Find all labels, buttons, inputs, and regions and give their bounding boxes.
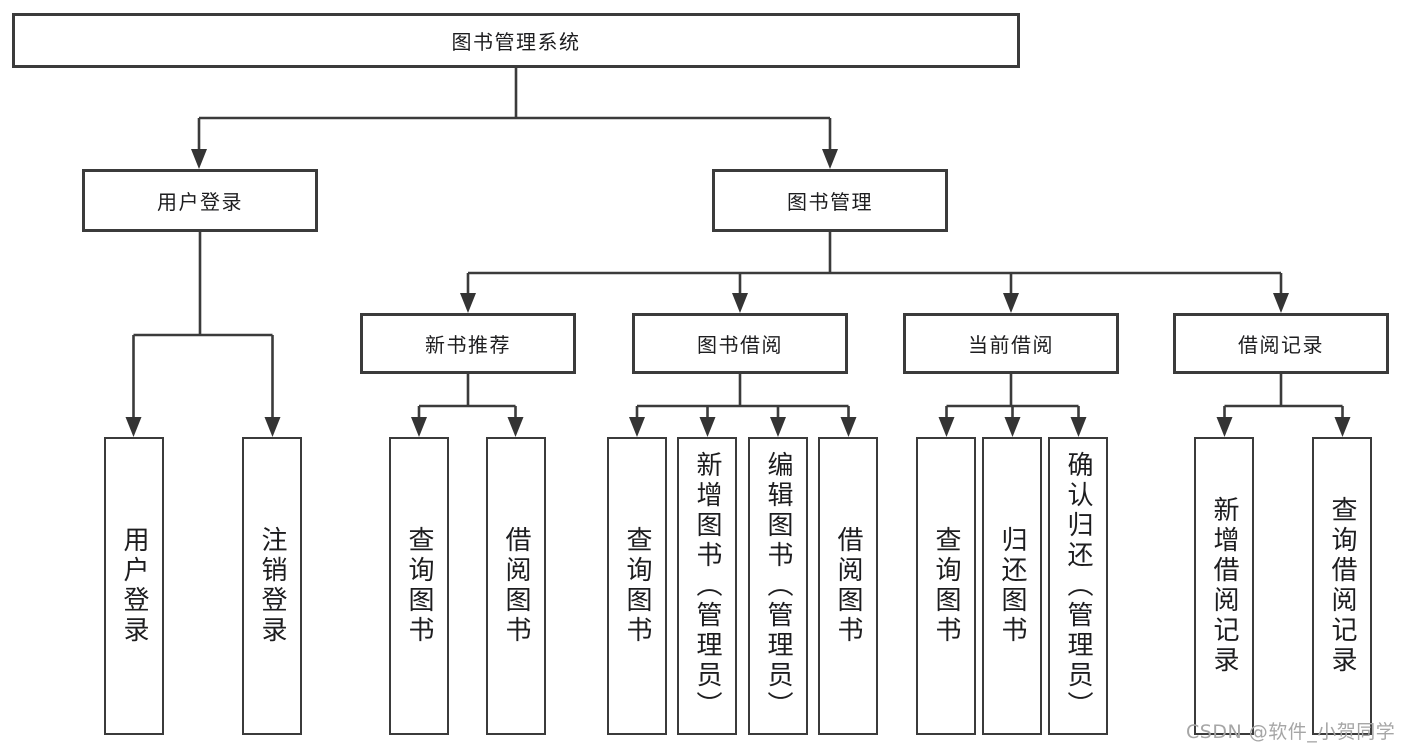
node-label: 注销登录 — [257, 526, 287, 646]
node-label: 借阅记录 — [1238, 333, 1324, 357]
node-library-management-system: 图书管理系统 — [12, 13, 1020, 68]
node-borrow-records: 借阅记录 — [1173, 313, 1389, 374]
leaf-borrow-books-borrow: 借阅图书 — [818, 437, 878, 735]
leaf-edit-books-admin: 编辑图书（管理员） — [748, 437, 808, 735]
node-label: 用户登录 — [119, 526, 149, 646]
node-label: 新增借阅记录 — [1209, 496, 1239, 676]
node-label: 新书推荐 — [425, 333, 511, 357]
leaf-add-borrow-record: 新增借阅记录 — [1194, 437, 1254, 735]
leaf-user-login: 用户登录 — [104, 437, 164, 735]
node-label: 查询借阅记录 — [1327, 496, 1357, 676]
node-label: 查询图书 — [931, 526, 961, 646]
node-new-book-recommend: 新书推荐 — [360, 313, 576, 374]
leaf-logout-login: 注销登录 — [242, 437, 302, 735]
node-label: 用户登录 — [157, 190, 243, 214]
leaf-borrow-books-recommend: 借阅图书 — [486, 437, 546, 735]
node-label: 归还图书 — [997, 526, 1027, 646]
node-label: 查询图书 — [622, 526, 652, 646]
leaf-query-books-borrow: 查询图书 — [607, 437, 667, 735]
node-label: 图书借阅 — [697, 333, 783, 357]
node-label: 图书管理系统 — [451, 30, 581, 54]
leaf-query-borrow-record: 查询借阅记录 — [1312, 437, 1372, 735]
node-label: 当前借阅 — [968, 333, 1054, 357]
node-label: 确认归还（管理员） — [1063, 451, 1093, 721]
csdn-watermark: CSDN @软件_小贺同学 — [1186, 721, 1396, 743]
leaf-query-books-current: 查询图书 — [916, 437, 976, 735]
leaf-add-books-admin: 新增图书（管理员） — [677, 437, 737, 735]
leaf-confirm-return-admin: 确认归还（管理员） — [1048, 437, 1108, 735]
node-label: 借阅图书 — [833, 526, 863, 646]
node-current-borrow: 当前借阅 — [903, 313, 1119, 374]
node-label: 图书管理 — [787, 190, 873, 214]
leaf-query-books-recommend: 查询图书 — [389, 437, 449, 735]
node-label: 查询图书 — [404, 526, 434, 646]
node-label: 借阅图书 — [501, 526, 531, 646]
node-user-login: 用户登录 — [82, 169, 318, 232]
node-book-borrow: 图书借阅 — [632, 313, 848, 374]
leaf-return-books: 归还图书 — [982, 437, 1042, 735]
node-label: 编辑图书（管理员） — [763, 451, 793, 721]
node-label: 新增图书（管理员） — [692, 451, 722, 721]
node-book-management: 图书管理 — [712, 169, 948, 232]
